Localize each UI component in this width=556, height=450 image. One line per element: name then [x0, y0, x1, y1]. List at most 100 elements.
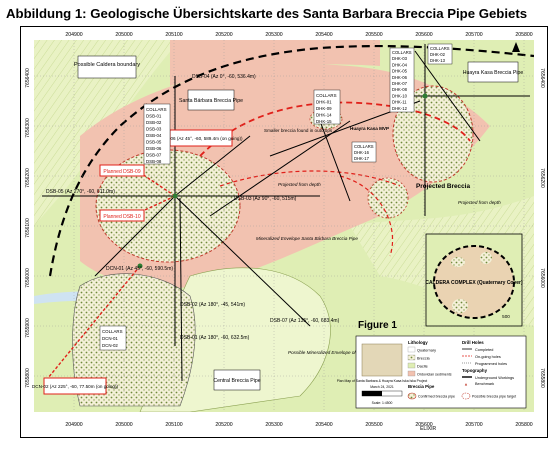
- x-tick-label: 205000: [115, 32, 132, 38]
- svg-text:Ordovician sediments: Ordovician sediments: [417, 373, 452, 377]
- svg-text:DHK-03: DHK-03: [392, 56, 408, 61]
- label-huayra-kasa: Huayra Kasa Breccia Pipe: [463, 61, 523, 83]
- page-title: Abbildung 1: Geologische Übersichtskarte…: [6, 6, 528, 21]
- svg-text:DHK-17: DHK-17: [354, 156, 370, 161]
- y-tick-label: 7656200: [539, 168, 545, 188]
- projected-depth-label: Projected from depth: [278, 182, 321, 187]
- label-santa-barbara: Santa Bárbara Breccia Pipe: [179, 89, 243, 111]
- svg-text:Breccia: Breccia: [417, 357, 431, 361]
- legend-topo-title: Topography: [462, 368, 488, 373]
- svg-text:DHK-01: DHK-01: [316, 100, 332, 105]
- svg-text:Dacite: Dacite: [417, 365, 428, 369]
- svg-text:DHK-07: DHK-07: [392, 81, 408, 86]
- x-tick-label: 205000: [115, 422, 132, 428]
- svg-text:DSB-07: DSB-07: [146, 153, 162, 158]
- svg-text:On-going holes: On-going holes: [475, 355, 501, 359]
- svg-text:DSB-01: DSB-01: [146, 114, 162, 119]
- caldera-boundary-line: [48, 44, 534, 277]
- x-tick-label: 205700: [465, 422, 482, 428]
- label-central-breccia: Central Breccia Pipe: [213, 369, 261, 391]
- x-tick-label: 204900: [65, 422, 82, 428]
- projected-breccia-label: Projected Breccia: [416, 183, 470, 190]
- legend-plan-title: Plan Map of Santa Barbara & Huayra Kasa …: [337, 379, 428, 383]
- company-logo: ELIXIR: [420, 426, 437, 432]
- svg-text:Quaternary: Quaternary: [417, 349, 436, 353]
- planned10-box: Planned DSB-10: [99, 209, 145, 222]
- dsb06-box: DSB-06 (Az 45°, -60, 589.4m (on going)): [159, 129, 243, 147]
- x-tick-label: 205800: [515, 422, 532, 428]
- x-tick-label: 205100: [165, 32, 182, 38]
- figure-label: Figure 1: [358, 320, 397, 331]
- x-tick-label: 205100: [165, 422, 182, 428]
- svg-text:Possible breccia pipe target: Possible breccia pipe target: [472, 395, 516, 399]
- svg-text:DCN-02: DCN-02: [102, 343, 118, 348]
- planned09-box: Planned DSB-09: [99, 164, 145, 177]
- dsb06-label: DSB-06 (Az 45°, -60, 589.4m (on going)): [159, 136, 243, 141]
- central-breccia-pipe: [72, 273, 196, 407]
- legend-pipe-title: Breccia Pipe: [408, 384, 435, 389]
- huayra-kasa-mvp-label: Huayra Kasa MVP: [350, 126, 389, 131]
- svg-text:DSB-05: DSB-05: [146, 140, 162, 145]
- dcn01-label: DCN-01 (Az 45°, -60, 590.5m): [106, 266, 173, 272]
- y-tick-label: 7655900: [25, 318, 31, 338]
- svg-text:DSB-06: DSB-06: [146, 146, 162, 151]
- svg-text:DHK-02: DHK-02: [430, 52, 446, 57]
- dcn02-box: DCN-02 (Az 225°, -60, 77.50m (on going)): [32, 377, 119, 395]
- y-tick-label: 7656000: [539, 268, 545, 288]
- collars-cn: COLLARS DCN-01 DCN-02: [99, 325, 127, 351]
- svg-text:DSB-08: DSB-08: [146, 159, 162, 164]
- x-tick-label: 205600: [415, 32, 432, 38]
- svg-text:DSB-02: DSB-02: [146, 120, 162, 125]
- x-tick-label: 204900: [65, 32, 82, 38]
- x-tick-label: 205300: [265, 32, 282, 38]
- svg-text:COLLARS: COLLARS: [430, 46, 450, 51]
- x-tick-label: 205800: [515, 32, 532, 38]
- svg-text:COLLARS: COLLARS: [102, 329, 123, 334]
- svg-text:Programmed holes: Programmed holes: [475, 362, 507, 366]
- svg-text:DHK-04: DHK-04: [392, 62, 408, 67]
- x-tick-label: 205500: [365, 422, 382, 428]
- dcn02-label: DCN-02 (Az 225°, -60, 77.50m (on going)): [32, 384, 119, 389]
- svg-text:DHK-12: DHK-12: [392, 106, 408, 111]
- planned09-label: Planned DSB-09: [103, 169, 140, 175]
- y-tick-label: 7655800: [25, 368, 31, 388]
- y-tick-label: 7656400: [539, 68, 545, 88]
- svg-text:▲: ▲: [464, 382, 468, 387]
- y-axis-left: 7656400 7656300 7656200 7656100 7656000 …: [25, 68, 31, 388]
- svg-text:DSB-03: DSB-03: [146, 127, 162, 132]
- legend-scale: Scale: 1:4500: [372, 401, 393, 405]
- y-axis-right: 7656400 7656200 7656000 7655800: [539, 68, 545, 388]
- svg-text:Possible Caldera boundary: Possible Caldera boundary: [74, 62, 140, 68]
- x-tick-label: 205700: [465, 32, 482, 38]
- svg-text:DHK-11: DHK-11: [392, 100, 407, 105]
- y-tick-label: 7656000: [25, 268, 31, 288]
- dcn02-trace: [47, 265, 141, 379]
- svg-text:DHK-13: DHK-13: [430, 58, 446, 63]
- sb-collar-marker: [172, 193, 178, 199]
- svg-text:DCN-01: DCN-01: [102, 336, 118, 341]
- y-tick-label: 7655800: [539, 368, 545, 388]
- projected-breccia: [367, 177, 409, 219]
- dsb03-label: DSB-03 (Az 90°, -60, 515m): [234, 196, 297, 202]
- svg-text:COLLARS: COLLARS: [146, 107, 167, 112]
- svg-text:DHK-16: DHK-16: [354, 150, 370, 155]
- santa-barbara-label: Santa Bárbara Breccia Pipe: [179, 98, 243, 104]
- legend-lithology-title: Lithology: [408, 340, 428, 345]
- inset-map: CALDERA COMPLEX (Quaternary Cover) 500: [425, 233, 523, 327]
- legend-map-thumbnail: [361, 343, 403, 377]
- mineralized-envelope-label: Mineralized Envelope Santa Bárbara Brecc…: [256, 236, 358, 241]
- svg-text:Completed: Completed: [475, 348, 493, 352]
- planned10-label: Planned DSB-10: [103, 214, 140, 220]
- x-axis-top: 204900 205000 205100 205200 205300 20540…: [65, 32, 532, 38]
- geological-map: 204900 205000 205100 205200 205300 20540…: [20, 26, 548, 438]
- inset-scale-label: 500: [502, 314, 510, 319]
- x-tick-label: 205200: [215, 32, 232, 38]
- y-tick-label: 7656400: [25, 68, 31, 88]
- label-possible-caldera: Possible Caldera boundary: [74, 55, 140, 79]
- smaller-breccia-label: Smaller breccia found in outcrops: [264, 128, 333, 133]
- svg-text:DHK-15: DHK-15: [316, 119, 332, 124]
